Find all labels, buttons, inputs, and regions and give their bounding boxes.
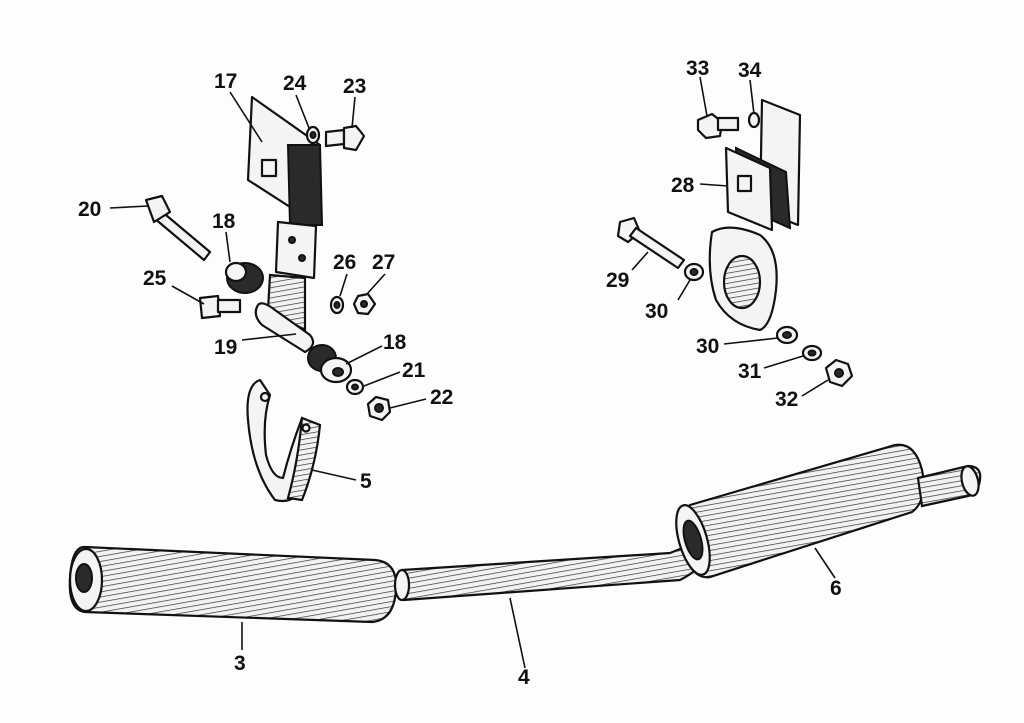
label-34: 34 bbox=[738, 59, 762, 82]
intermediate-pipe bbox=[393, 538, 714, 602]
label-24: 24 bbox=[283, 72, 307, 95]
label-20: 20 bbox=[78, 198, 101, 221]
front-silencer bbox=[68, 545, 398, 624]
bolt-29 bbox=[616, 216, 686, 270]
link-19 bbox=[254, 273, 315, 354]
label-32: 32 bbox=[775, 388, 798, 411]
label-4: 4 bbox=[518, 666, 530, 689]
rubber-bush-upper bbox=[224, 261, 264, 294]
washer-34 bbox=[747, 111, 761, 129]
part-labels: 17 24 23 20 18 25 26 27 19 18 21 22 5 3 … bbox=[78, 57, 842, 689]
nut-27 bbox=[352, 292, 377, 316]
label-5: 5 bbox=[360, 470, 372, 493]
label-21: 21 bbox=[402, 359, 426, 382]
bolt-20 bbox=[144, 194, 212, 262]
mounting-strap bbox=[246, 378, 322, 503]
label-17: 17 bbox=[214, 70, 237, 93]
nut-22 bbox=[366, 395, 392, 422]
rear-silencer bbox=[675, 443, 982, 579]
bolt-33 bbox=[696, 112, 740, 140]
bolt-23 bbox=[324, 124, 366, 152]
rear-bracket bbox=[708, 98, 802, 332]
bolt-25 bbox=[198, 294, 242, 320]
front-bracket bbox=[246, 95, 324, 280]
washer-26 bbox=[329, 295, 345, 315]
label-28: 28 bbox=[671, 174, 695, 197]
label-23: 23 bbox=[343, 75, 366, 98]
label-25: 25 bbox=[143, 267, 167, 290]
leader-lines bbox=[109, 76, 836, 669]
label-30-lower: 30 bbox=[696, 335, 719, 358]
label-3: 3 bbox=[234, 652, 246, 675]
nut-32 bbox=[824, 358, 854, 388]
rubber-bush-lower bbox=[307, 344, 353, 384]
washer-30a bbox=[683, 262, 705, 282]
washer-21 bbox=[345, 378, 365, 396]
label-27: 27 bbox=[372, 251, 395, 274]
label-22: 22 bbox=[430, 386, 453, 409]
label-18-lower: 18 bbox=[383, 331, 407, 354]
label-19: 19 bbox=[214, 336, 237, 359]
washer-31 bbox=[801, 344, 823, 362]
label-26: 26 bbox=[333, 251, 356, 274]
washer-24 bbox=[305, 125, 321, 145]
label-31: 31 bbox=[738, 360, 762, 383]
label-33: 33 bbox=[686, 57, 709, 80]
label-30-upper: 30 bbox=[645, 300, 668, 323]
label-29: 29 bbox=[606, 269, 629, 292]
label-6: 6 bbox=[830, 577, 842, 600]
label-18-upper: 18 bbox=[212, 210, 236, 233]
washer-30b bbox=[775, 325, 799, 345]
